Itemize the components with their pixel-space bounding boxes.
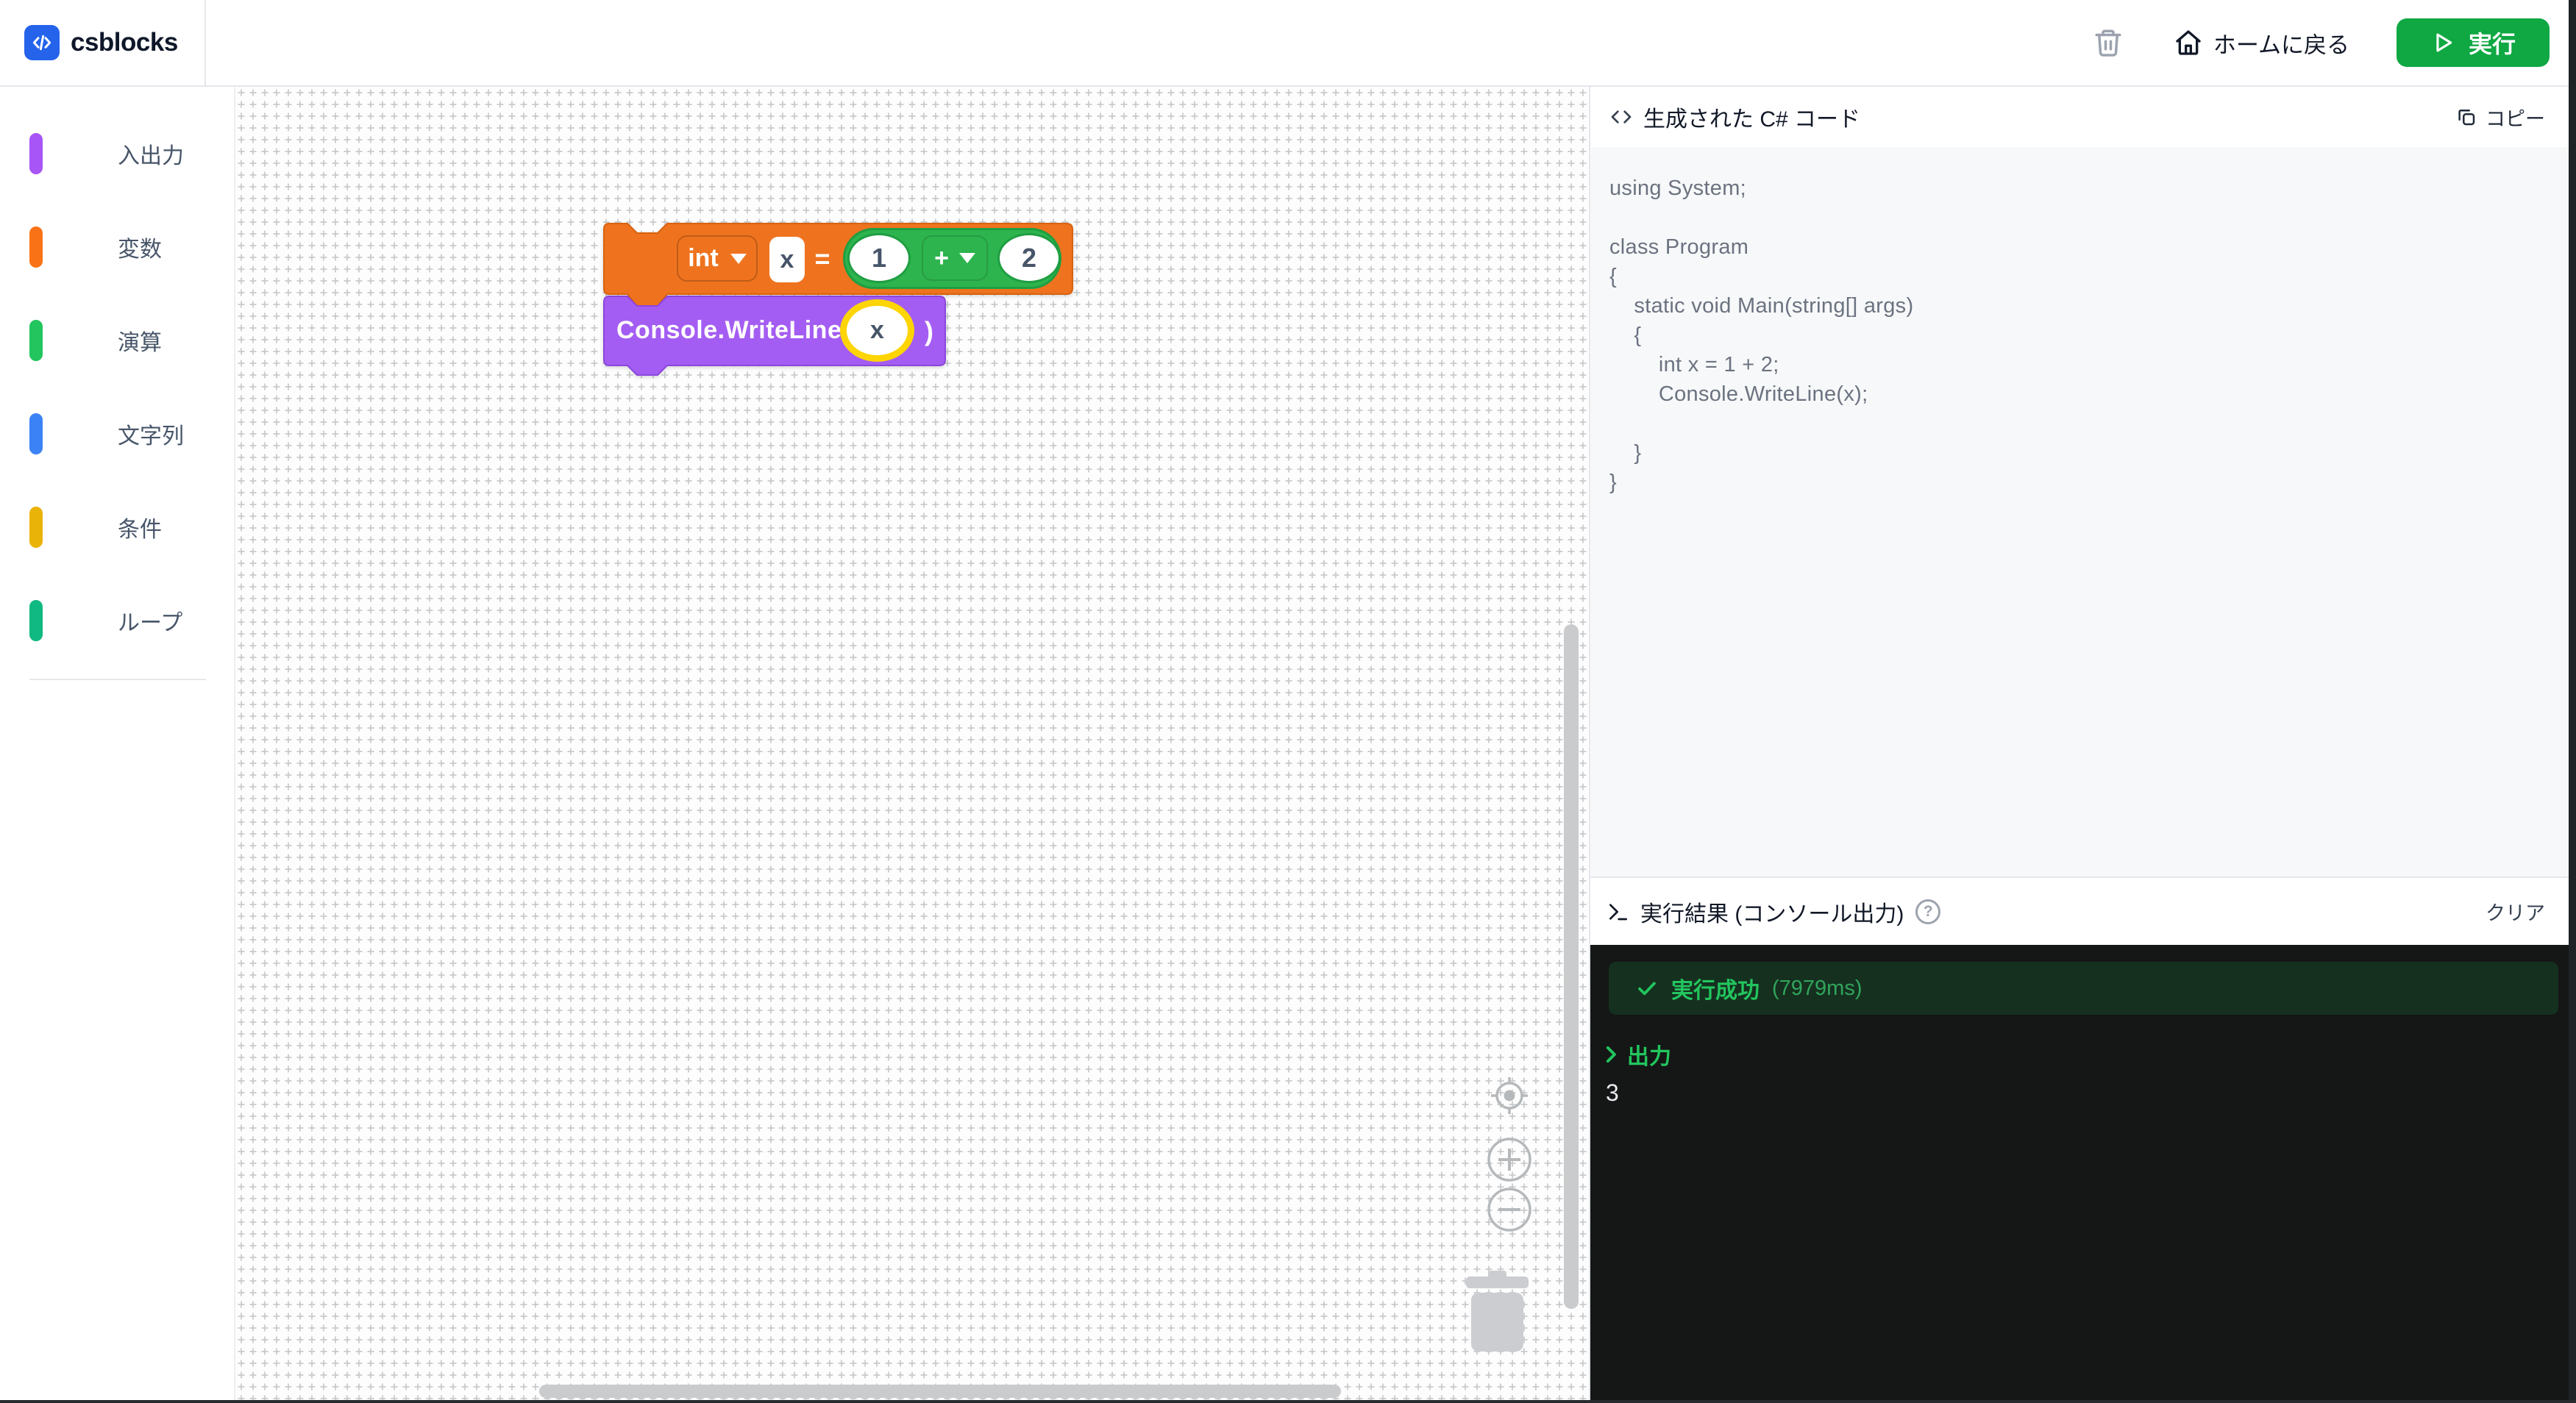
sidebar-divider: [29, 679, 206, 680]
category-color-bar: [29, 599, 43, 641]
writeline-close-paren: ): [925, 316, 933, 346]
expression-pill[interactable]: 1 + 2: [843, 228, 1061, 289]
block-palette-sidebar: 入出力 変数 演算 文字列 条件 ループ: [0, 87, 235, 1403]
sidebar-item-loops[interactable]: ループ: [0, 574, 234, 667]
zoom-out-button[interactable]: [1487, 1187, 1532, 1232]
header-divider: [204, 0, 206, 85]
chevron-down-icon: [730, 253, 747, 264]
category-color-bar: [29, 506, 43, 548]
app-logo-icon: [24, 25, 60, 60]
home-button[interactable]: ホームに戻る: [2174, 26, 2349, 60]
right-panel: 生成された C# コード コピー using System; class Pro…: [1589, 87, 2576, 1403]
app-title: csblocks: [71, 28, 178, 57]
category-label: 入出力: [118, 143, 184, 168]
console-panel-title: 実行結果 (コンソール出力): [1640, 902, 1904, 927]
window-edge-bottom: [0, 1400, 2576, 1403]
sidebar-item-strings[interactable]: 文字列: [0, 387, 234, 480]
console-output-area: 実行成功 (7979ms) 出力 3: [1590, 945, 2576, 1403]
home-button-label: ホームに戻る: [2213, 32, 2349, 58]
category-label: 文字列: [118, 424, 184, 449]
console-panel-header: 実行結果 (コンソール出力) ? クリア: [1590, 877, 2576, 945]
run-button-label: 実行: [2468, 31, 2516, 57]
sidebar-item-io[interactable]: 入出力: [0, 107, 234, 200]
category-color-bar: [29, 226, 43, 268]
sidebar-item-variables[interactable]: 変数: [0, 200, 234, 293]
canvas-horizontal-scrollbar[interactable]: [539, 1385, 1341, 1398]
zoom-in-button[interactable]: [1487, 1137, 1532, 1182]
copy-button-label: コピー: [2486, 107, 2545, 130]
console-output-value: 3: [1606, 1079, 1619, 1106]
home-icon: [2176, 30, 2201, 55]
run-success-banner: 実行成功 (7979ms): [1609, 962, 2558, 1015]
minus-circle-icon: [1487, 1188, 1531, 1232]
generated-code-area: using System; class Program { static voi…: [1590, 147, 2576, 877]
center-view-button[interactable]: [1490, 1077, 1529, 1115]
play-icon: [2436, 33, 2452, 52]
chevron-down-icon: [958, 253, 975, 263]
sidebar-item-operators[interactable]: 演算: [0, 293, 234, 387]
brand: csblocks: [24, 25, 178, 60]
code-icon: [1611, 110, 1632, 124]
main-area: 入出力 変数 演算 文字列 条件 ループ: [0, 87, 2576, 1403]
trash-icon: [2095, 29, 2121, 57]
block-stack[interactable]: int x = 1 + 2 Console.WriteLine( x ): [603, 223, 1081, 379]
category-label: ループ: [118, 610, 183, 635]
run-status-label: 実行成功: [1671, 979, 1760, 1003]
app-header: csblocks ホームに戻る 実行: [0, 0, 2576, 87]
sidebar-item-conditions[interactable]: 条件: [0, 480, 234, 574]
clear-button-label: クリア: [2486, 902, 2545, 924]
type-dropdown-value: int: [688, 244, 719, 272]
category-label: 条件: [118, 517, 162, 542]
code-icon: [32, 35, 51, 51]
chevron-right-icon: [1606, 1046, 1616, 1063]
block-canvas[interactable]: int x = 1 + 2 Console.WriteLine( x ): [235, 87, 1589, 1403]
terminal-icon: [1609, 903, 1627, 920]
operand2-field[interactable]: 2: [997, 233, 1061, 283]
category-color-bar: [29, 132, 43, 174]
trash-drop-zone[interactable]: [1466, 1271, 1529, 1352]
code-panel-title: 生成された C# コード: [1643, 107, 1861, 132]
canvas-vertical-scrollbar[interactable]: [1564, 624, 1579, 1309]
category-color-bar: [29, 413, 43, 454]
window-edge-right: [2569, 0, 2576, 1403]
output-header-label: 出力: [1627, 1045, 1671, 1069]
clear-console-button[interactable]: クリア: [2486, 897, 2545, 926]
category-label: 変数: [118, 237, 162, 262]
header-actions: ホームに戻る 実行: [2093, 18, 2550, 67]
run-button[interactable]: 実行: [2396, 18, 2550, 67]
check-icon: [1638, 982, 1656, 996]
run-duration: (7979ms): [1772, 976, 1862, 1000]
category-label: 演算: [118, 330, 162, 355]
trash-can-icon: [1466, 1271, 1529, 1352]
operand1-field[interactable]: 1: [847, 233, 911, 283]
category-color-bar: [29, 319, 43, 361]
delete-workspace-button[interactable]: [2093, 27, 2124, 58]
copy-code-button[interactable]: コピー: [2455, 103, 2545, 132]
operator-dropdown-value: +: [934, 243, 949, 272]
help-icon[interactable]: ?: [1915, 899, 1941, 924]
generated-code: using System; class Program { static voi…: [1609, 176, 1914, 494]
code-panel-header: 生成された C# コード コピー: [1590, 87, 2576, 147]
operator-dropdown[interactable]: +: [922, 235, 988, 281]
writeline-block-label: Console.WriteLine(: [616, 316, 851, 344]
variable-name-field[interactable]: x: [769, 237, 805, 282]
type-dropdown[interactable]: int: [677, 235, 758, 282]
copy-icon: [2458, 110, 2475, 126]
output-header-row: 出力: [1604, 1038, 2558, 1071]
equals-sign: =: [814, 243, 830, 274]
writeline-arg-slot[interactable]: x: [840, 299, 914, 362]
plus-circle-icon: [1487, 1138, 1531, 1182]
crosshair-icon: [1491, 1077, 1528, 1114]
